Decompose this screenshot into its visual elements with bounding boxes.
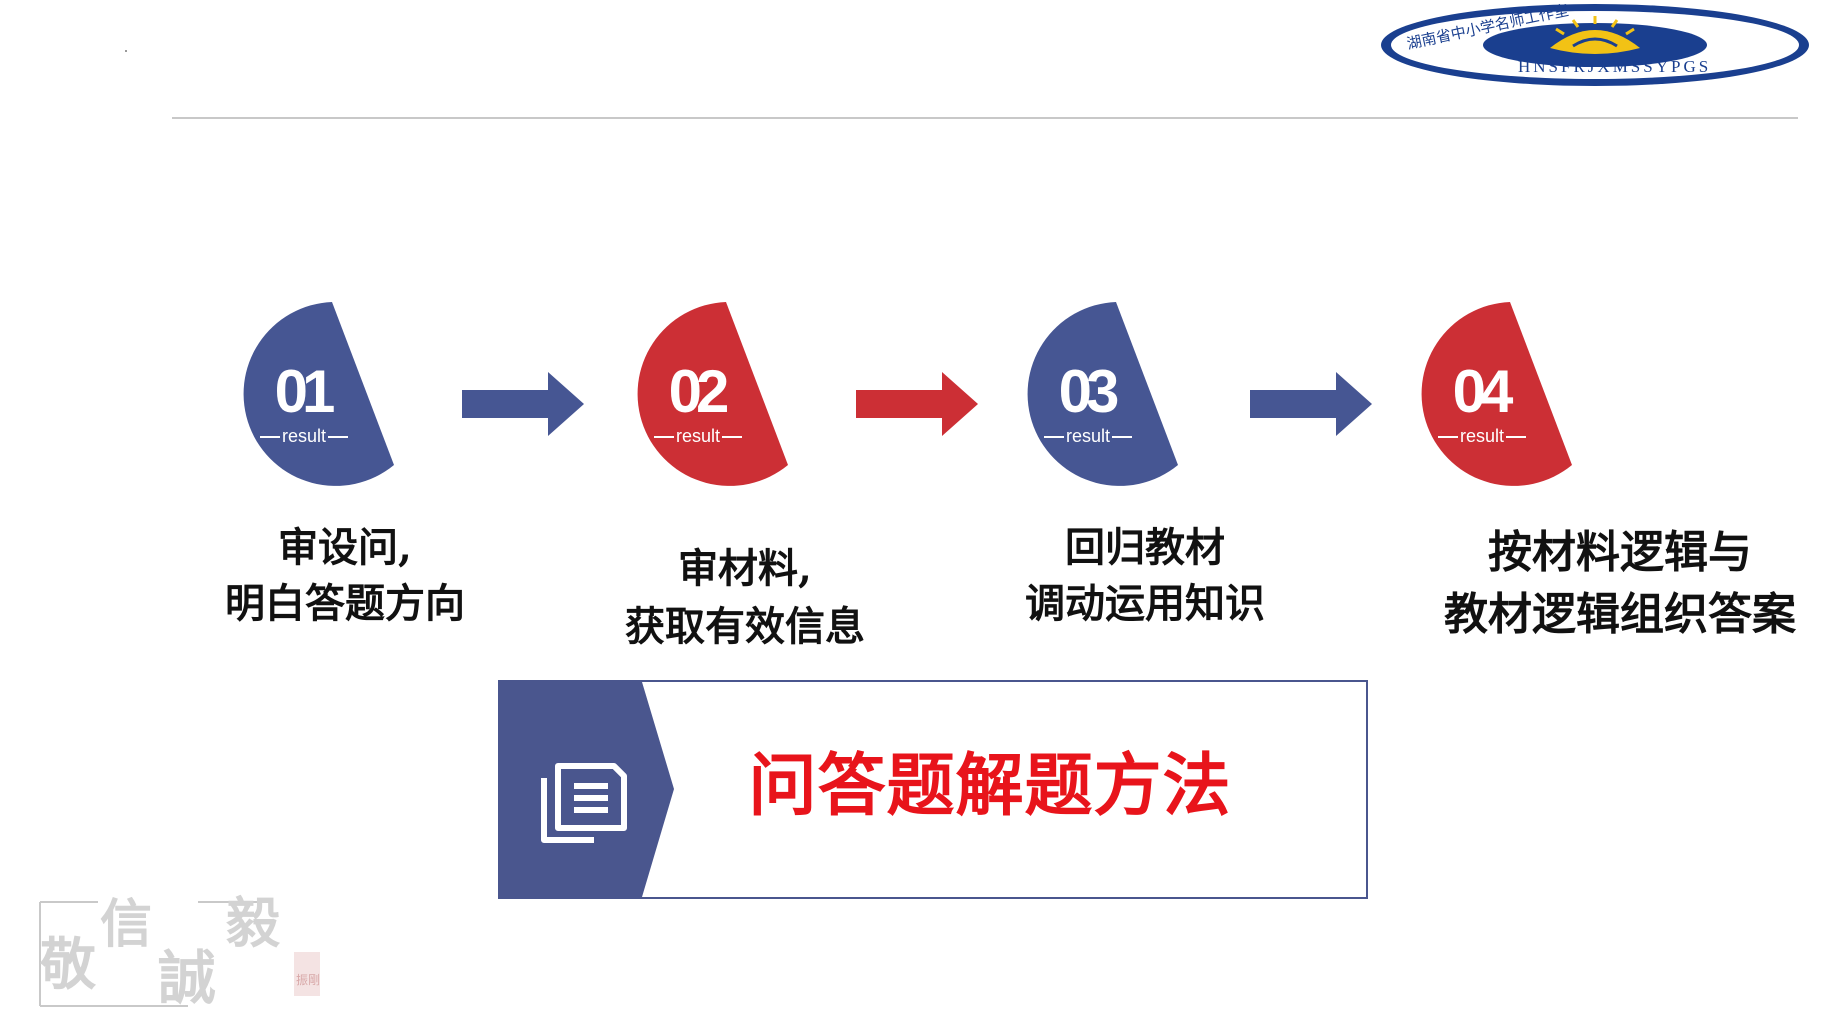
step-4-caption-line-1: 按材料逻辑与 <box>1488 527 1752 578</box>
step-4-sub: result <box>1426 426 1538 446</box>
step-2-caption: 审材料, 获取有效信息 <box>590 540 900 656</box>
step-2-number: 02 <box>668 358 730 425</box>
step-1-caption: 审设问, 明白答题方向 <box>190 520 500 632</box>
step-3-sub: result <box>1032 426 1144 446</box>
arrow-right-icon <box>462 372 584 436</box>
arrow-right-icon <box>1250 372 1372 436</box>
step-4-caption: 按材料逻辑与 教材逻辑组织答案 <box>1400 522 1840 646</box>
step-2-caption-line-1: 审材料, <box>678 545 812 592</box>
seal-char-4: 毅 <box>226 891 281 955</box>
seal-char-2: 信 <box>100 894 152 955</box>
step-3-number: 03 <box>1058 358 1120 425</box>
step-2-sub: result <box>642 426 754 446</box>
step-3: 03 result <box>1018 300 1186 490</box>
banner-tab <box>500 682 674 897</box>
step-1-caption-line-2: 明白答题方向 <box>225 580 465 627</box>
step-3-caption-line-2: 调动运用知识 <box>1025 580 1265 627</box>
step-2-caption-line-2: 获取有效信息 <box>625 603 865 650</box>
step-3-caption-line-1: 回归教材 <box>1065 524 1225 571</box>
seal-char-3: 誠 <box>158 944 216 1012</box>
calligraphy-seal: 敬 信 誠 毅 振剛 <box>38 888 348 1018</box>
logo-bottom-text: HNSFRJXMSSYPGS <box>1518 57 1711 76</box>
step-2: 02 result <box>628 300 796 490</box>
banner-title: 问答题解题方法 <box>748 747 1232 826</box>
step-1-sub: result <box>248 426 360 446</box>
step-4-caption-line-2: 教材逻辑组织答案 <box>1444 589 1796 640</box>
step-1-number: 01 <box>274 358 336 425</box>
step-4: 04 result <box>1412 300 1580 490</box>
seal-stamp: 振剛 <box>296 973 320 987</box>
arrow-right-icon <box>856 372 978 436</box>
stray-dot <box>125 50 127 52</box>
step-3-caption: 回归教材 调动运用知识 <box>990 520 1300 632</box>
header-divider <box>172 117 1798 119</box>
seal-char-1: 敬 <box>39 932 97 998</box>
logo-emblem: 湖南省中小学名师工作室 HNSFRJXMSSYPGS <box>1378 1 1812 88</box>
step-1: 01 result <box>234 300 402 490</box>
method-banner: 问答题解题方法 <box>498 680 1368 899</box>
document-icon <box>541 763 627 843</box>
step-1-caption-line-1: 审设问, <box>278 524 412 571</box>
step-4-number: 04 <box>1452 358 1514 425</box>
